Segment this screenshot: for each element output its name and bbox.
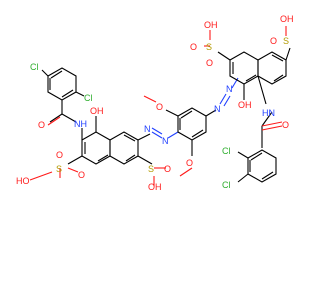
sulfur-atom: S xyxy=(283,36,289,46)
oxygen-atom: O xyxy=(56,150,63,160)
hydroxyl-group: OH xyxy=(238,100,252,110)
molecule-canvas: Cl Cl O NH OH S O O HO S O OH xyxy=(16,14,294,192)
oxygen-atom: O xyxy=(38,120,45,130)
nitrogen-atom: N xyxy=(214,104,221,114)
oxygen-atom: O xyxy=(190,42,197,52)
nitrogen-atom: N xyxy=(226,84,233,94)
methoxy-oxygen: O xyxy=(156,102,163,112)
hydroxyl-group: OH xyxy=(280,14,294,24)
nitrogen-atom: N xyxy=(144,124,151,134)
oxygen-atom: O xyxy=(282,120,289,130)
chlorine-atom: Cl xyxy=(222,146,231,156)
amide-left xyxy=(47,113,83,140)
sulfur-atom: S xyxy=(56,164,62,174)
sulfonate-left-a xyxy=(59,167,79,178)
hydroxyl-group: HO xyxy=(16,176,30,186)
dichlorobenzoyl-ring-right xyxy=(237,149,277,183)
hydroxyl-group: OH xyxy=(148,182,162,192)
amide-right xyxy=(261,111,283,148)
oxygen-atom: O xyxy=(270,36,277,46)
naphthalene-right xyxy=(217,47,291,105)
sulfur-atom: S xyxy=(206,42,212,52)
chlorine-atom: Cl xyxy=(222,180,231,190)
hydroxyl-group: OH xyxy=(90,106,104,116)
nitrogen-atom: N xyxy=(162,136,169,146)
oxygen-atom: O xyxy=(78,170,85,180)
azo-left xyxy=(151,127,179,139)
sulfonate-left-b xyxy=(153,167,166,186)
sulfonate-right-a xyxy=(204,30,211,47)
oxygen-atom: O xyxy=(164,164,171,174)
hydroxyl-group: OH xyxy=(204,20,218,30)
oxygen-atom: O xyxy=(206,58,213,68)
chlorine-atom: Cl xyxy=(30,62,39,72)
chlorine-atom: Cl xyxy=(84,93,93,103)
nh-group: HN xyxy=(262,108,275,118)
chemical-structure-diagram: Cl Cl O NH OH S O O HO S O OH xyxy=(16,14,294,192)
sulfur-atom: S xyxy=(148,164,154,174)
methoxy-oxygen: O xyxy=(186,158,193,168)
dichlorobenzoyl-ring-left xyxy=(41,67,85,114)
dimethoxybenzene-ring xyxy=(165,107,217,156)
naphthalene-left xyxy=(67,116,153,165)
nh-group: NH xyxy=(74,119,87,129)
